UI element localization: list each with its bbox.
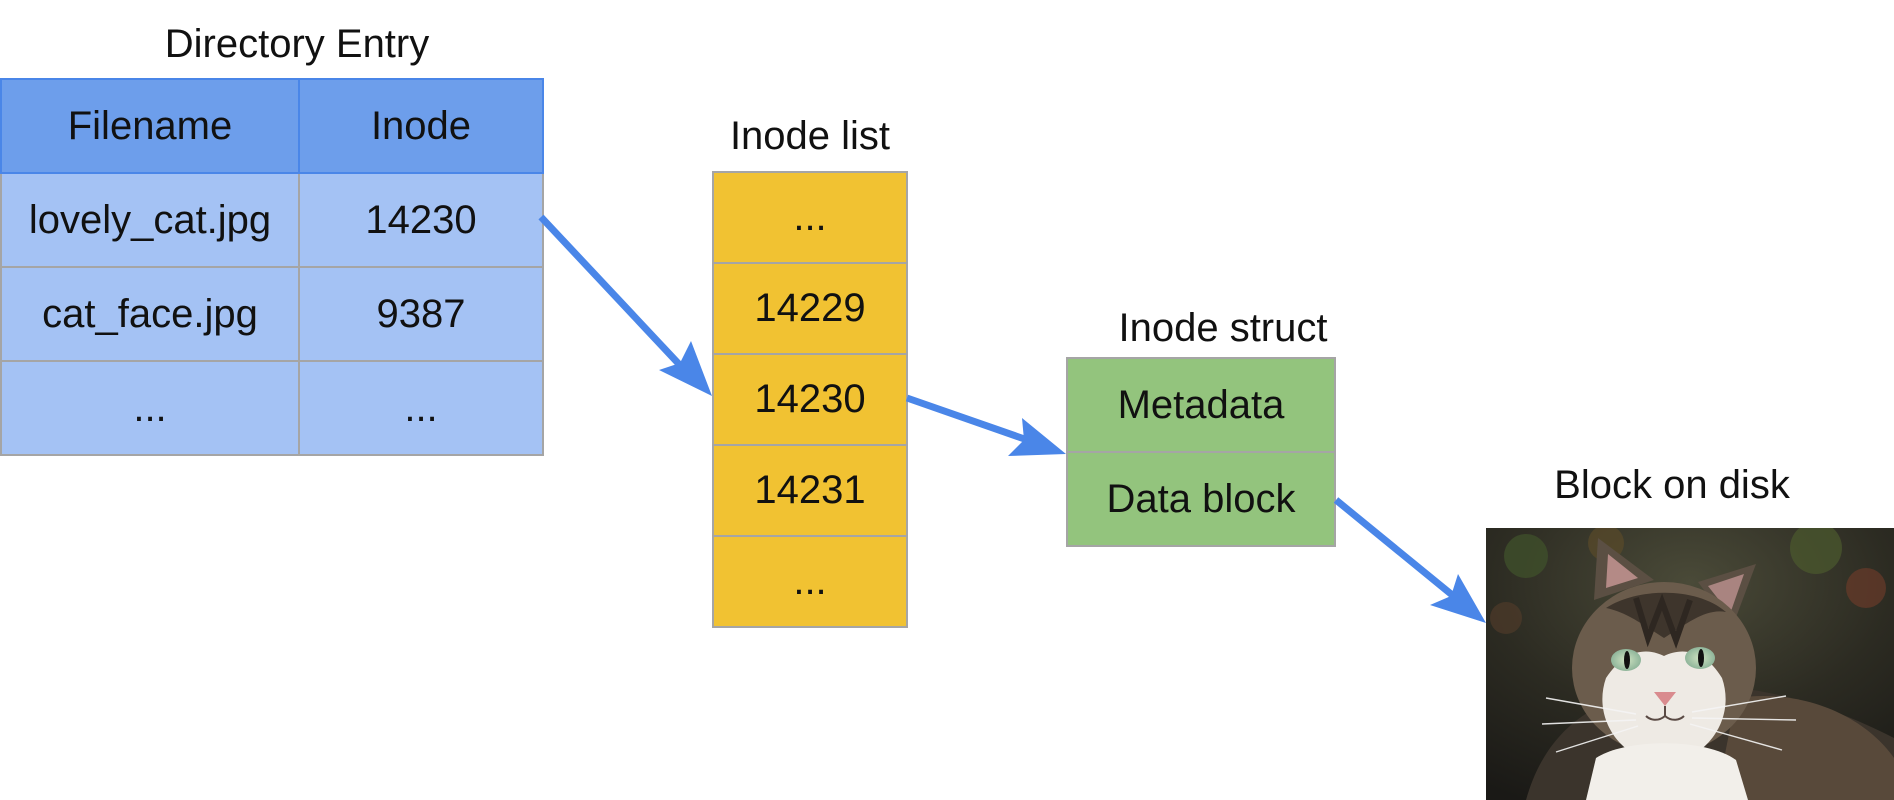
inode-list-item: ... xyxy=(712,535,908,628)
inode-list-item: 14230 xyxy=(712,353,908,446)
inode-list-item: ... xyxy=(712,171,908,264)
inode-cell: 14230 xyxy=(298,172,544,268)
arrow-dir-to-inode-list xyxy=(538,214,712,396)
arrow-struct-to-block xyxy=(1333,497,1486,623)
metadata-field: Metadata xyxy=(1066,357,1336,453)
inode-cell: ... xyxy=(298,360,544,456)
filename-header: Filename xyxy=(0,78,300,174)
inode-list: ... 14229 14230 14231 ... xyxy=(712,171,908,628)
inode-list-item: 14231 xyxy=(712,444,908,537)
inode-list-item: 14229 xyxy=(712,262,908,355)
inode-struct-title: Inode struct xyxy=(1118,306,1328,350)
inode-header: Inode xyxy=(298,78,544,174)
directory-entry-table: Filename Inode lovely_cat.jpg 14230 cat_… xyxy=(0,78,544,456)
cat-photo xyxy=(1486,528,1894,800)
filename-cell: ... xyxy=(0,360,300,456)
inode-list-title: Inode list xyxy=(729,114,891,158)
filename-cell: cat_face.jpg xyxy=(0,266,300,362)
inode-struct: Metadata Data block xyxy=(1066,357,1336,547)
directory-entry-title: Directory Entry xyxy=(164,22,430,66)
directory-header-row: Filename Inode xyxy=(0,78,544,174)
inode-cell: 9387 xyxy=(298,266,544,362)
table-row: lovely_cat.jpg 14230 xyxy=(0,172,544,268)
data-block-field: Data block xyxy=(1066,451,1336,547)
filename-cell: lovely_cat.jpg xyxy=(0,172,300,268)
table-row: cat_face.jpg 9387 xyxy=(0,266,544,362)
block-on-disk-title: Block on disk xyxy=(1554,463,1790,507)
table-row: ... ... xyxy=(0,360,544,456)
arrow-inode-list-to-struct xyxy=(905,394,1066,456)
